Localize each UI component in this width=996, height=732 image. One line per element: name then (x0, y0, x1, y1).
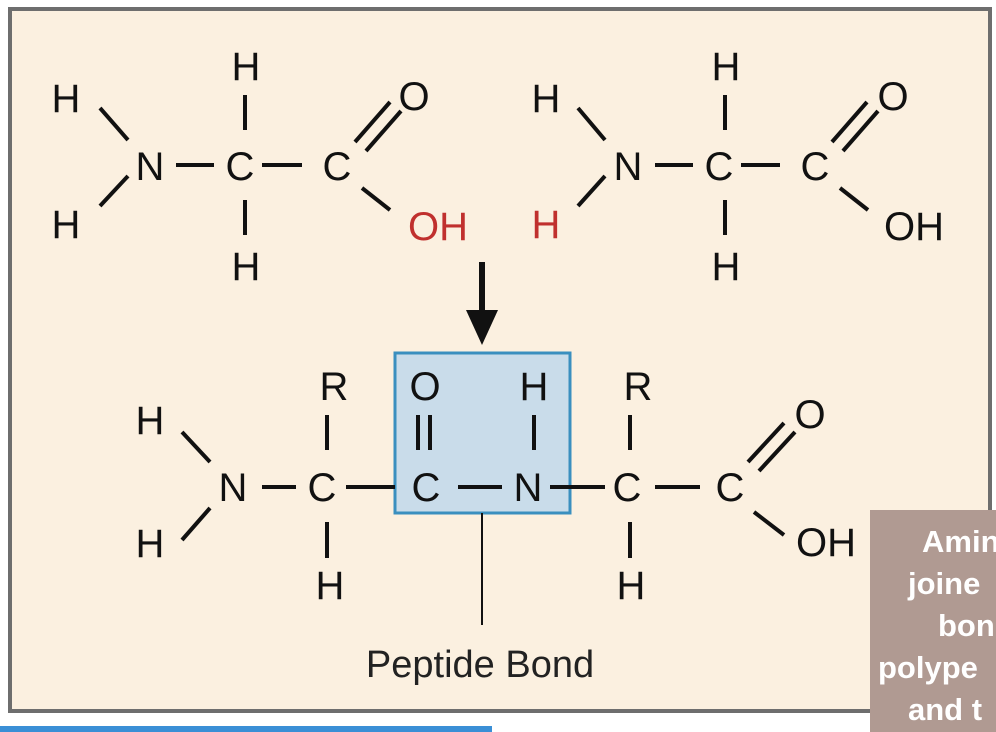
atom-c: C (716, 466, 745, 510)
atom-o: O (877, 75, 908, 119)
atom-h: H (520, 365, 549, 409)
caption-line: and t (908, 692, 983, 727)
caption-line: bon (938, 608, 995, 643)
atom-c: C (323, 145, 352, 189)
atom-c: C (412, 466, 441, 510)
atom-n: N (219, 466, 248, 510)
atom-r: R (624, 365, 653, 409)
atom-c: C (308, 466, 337, 510)
atom-o: O (398, 75, 429, 119)
atom-h: H (232, 45, 261, 89)
atom-h: H (712, 45, 741, 89)
atom-n: N (136, 145, 165, 189)
atom-c: C (801, 145, 830, 189)
removed-hydroxyl: OH (408, 205, 468, 249)
atom-h: H (232, 245, 261, 289)
atom-h: H (532, 77, 561, 121)
reaction-arrow (466, 262, 498, 345)
atom-h: H (52, 77, 81, 121)
peptide-bond-label: Peptide Bond (366, 644, 594, 686)
atom-o: O (409, 365, 440, 409)
atom-h: H (316, 564, 345, 608)
amino-acid-1: H H N H C H C O OH (52, 45, 468, 289)
blue-strip (0, 726, 492, 732)
atom-h: H (617, 564, 646, 608)
atom-n: N (614, 145, 643, 189)
atom-oh: OH (884, 205, 944, 249)
atom-h: H (52, 203, 81, 247)
removed-hydrogen: H (532, 203, 561, 247)
caption-line: Amin (922, 524, 996, 559)
dipeptide: H H N R C H O C H N R C H C O OH Peptide… (136, 365, 856, 686)
atom-oh: OH (796, 521, 856, 565)
atom-c: C (705, 145, 734, 189)
caption-panel: Amin joine bon polype and t (870, 510, 996, 732)
atom-c: C (226, 145, 255, 189)
caption-line: joine (908, 566, 981, 601)
atom-n: N (514, 466, 543, 510)
atom-o: O (794, 393, 825, 437)
atom-h: H (136, 399, 165, 443)
atom-h: H (712, 245, 741, 289)
atom-r: R (320, 365, 349, 409)
amino-acid-2: H H N H C H C O OH (532, 45, 944, 289)
caption-line: polype (878, 650, 978, 685)
atom-h: H (136, 522, 165, 566)
atom-c: C (613, 466, 642, 510)
